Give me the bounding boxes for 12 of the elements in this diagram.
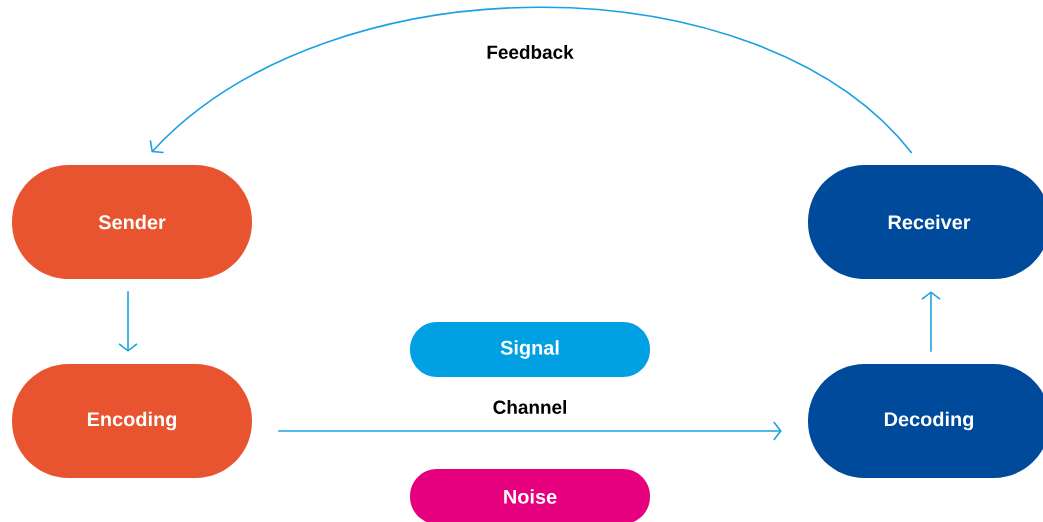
- edge-label: Channel: [490, 398, 570, 416]
- rounded-box: Signal: [410, 322, 650, 377]
- arrow: [921, 291, 941, 353]
- arrow: [118, 290, 138, 352]
- curved-arrow: [149, 6, 913, 154]
- rounded-box: Receiver: [808, 165, 1043, 279]
- arrow: [277, 421, 782, 441]
- rounded-box: Decoding: [808, 364, 1043, 478]
- rounded-box: Noise: [410, 469, 650, 522]
- edge-label: Feedback: [484, 43, 576, 61]
- rounded-box: Sender: [12, 165, 252, 279]
- rounded-box: Encoding: [12, 364, 252, 478]
